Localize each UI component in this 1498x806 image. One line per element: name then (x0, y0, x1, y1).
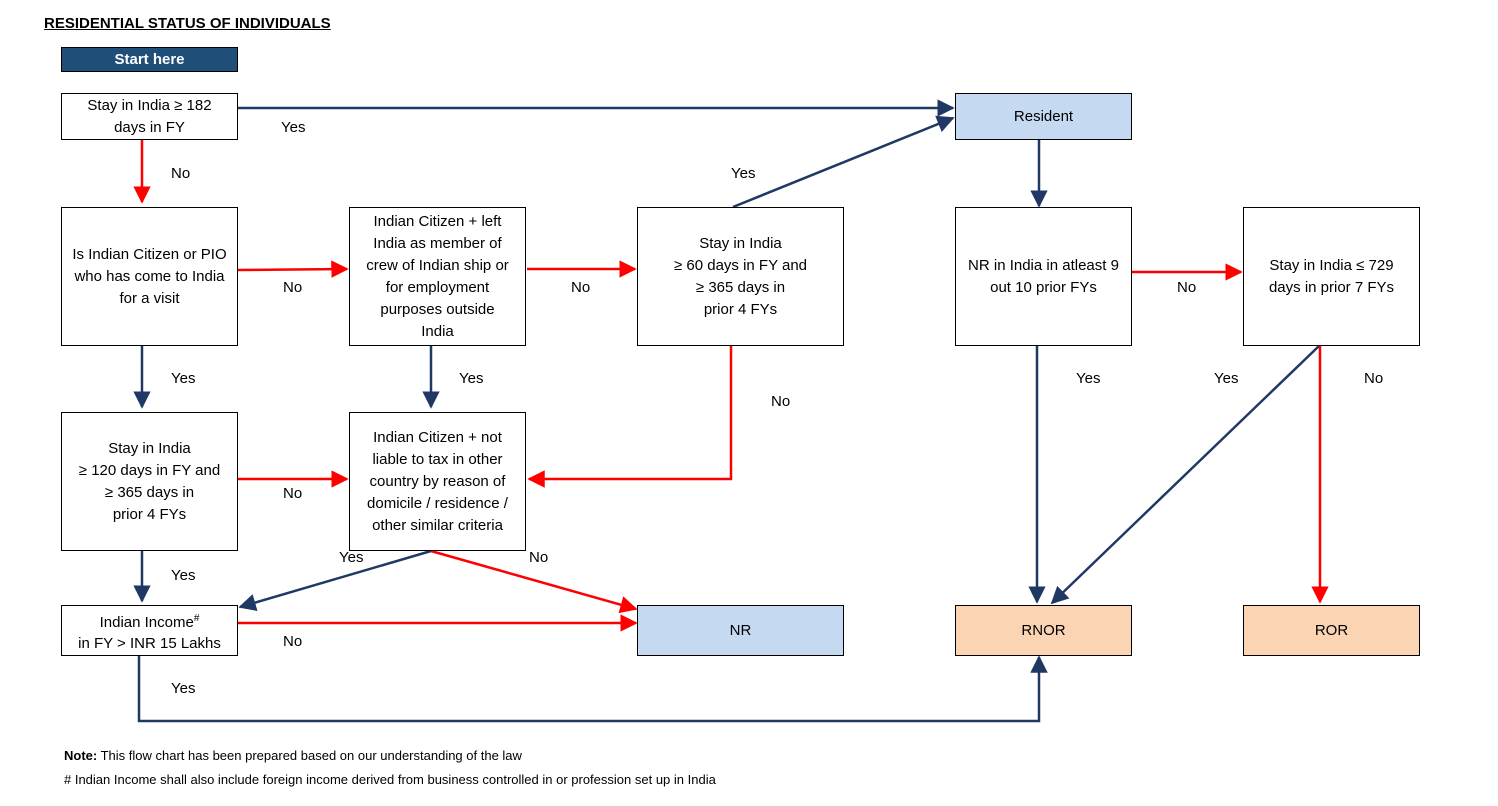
edge-label-income-yes: Yes (171, 680, 196, 697)
edge-label-stay120-yes: Yes (171, 567, 196, 584)
footnote-line: # Indian Income shall also include forei… (64, 772, 716, 787)
node-indian-income: Indian Income# in FY > INR 15 Lakhs (61, 605, 238, 656)
node-nr-9-of-10: NR in India in atleast 9 out 10 prior FY… (955, 207, 1132, 346)
footnote-marker: # (193, 612, 200, 624)
result-rnor: RNOR (955, 605, 1132, 656)
arrow-stay60-to-resident (732, 115, 955, 209)
start-here-badge: Start here (61, 47, 238, 72)
edge-label-stay60-yes: Yes (731, 165, 756, 182)
node-citizen-or-pio: Is Indian Citizen or PIO who has come to… (61, 207, 238, 346)
result-ror: ROR (1243, 605, 1420, 656)
edge-label-crew-no: No (571, 279, 591, 296)
node-stay-60-days: Stay in India ≥ 60 days in FY and ≥ 365 … (637, 207, 844, 346)
page-title: RESIDENTIAL STATUS OF INDIVIDUALS (44, 15, 331, 32)
arrow-stay729-to-rnor (1050, 345, 1320, 605)
note-line: Note: This flow chart has been prepared … (64, 748, 522, 763)
arrow-stay60-to-notliable (527, 346, 733, 488)
node-crew-employment: Indian Citizen + left India as member of… (349, 207, 526, 346)
arrow-notliable-to-income (238, 549, 432, 611)
edge-label-stay182-yes: Yes (281, 119, 306, 136)
node-not-liable-to-tax: Indian Citizen + not liable to tax in ot… (349, 412, 526, 551)
edge-label-pio-no: No (283, 279, 303, 296)
result-resident: Resident (955, 93, 1132, 140)
edge-label-nr9-no: No (1177, 279, 1197, 296)
edge-label-notliable-no: No (529, 549, 549, 566)
arrow-pio-to-crew (237, 260, 349, 278)
result-nr: NR (637, 605, 844, 656)
edge-label-notliable-yes: Yes (339, 549, 364, 566)
edge-label-income-no: No (283, 633, 303, 650)
arrow-income-to-rnor (137, 655, 1048, 723)
edge-label-stay120-no: No (283, 485, 303, 502)
edge-label-crew-yes: Yes (459, 370, 484, 387)
edge-label-stay182-no: No (171, 165, 191, 182)
edge-label-pio-yes: Yes (171, 370, 196, 387)
arrow-notliable-to-nr (430, 549, 638, 614)
node-stay-729-days: Stay in India ≤ 729 days in prior 7 FYs (1243, 207, 1420, 346)
edge-label-stay729-no: No (1364, 370, 1384, 387)
edge-label-stay729-yes: Yes (1214, 370, 1239, 387)
node-stay-182-days: Stay in India ≥ 182 days in FY (61, 93, 238, 140)
edge-label-nr9-yes: Yes (1076, 370, 1101, 387)
edge-label-stay60-no: No (771, 393, 791, 410)
node-stay-120-days: Stay in India ≥ 120 days in FY and ≥ 365… (61, 412, 238, 551)
